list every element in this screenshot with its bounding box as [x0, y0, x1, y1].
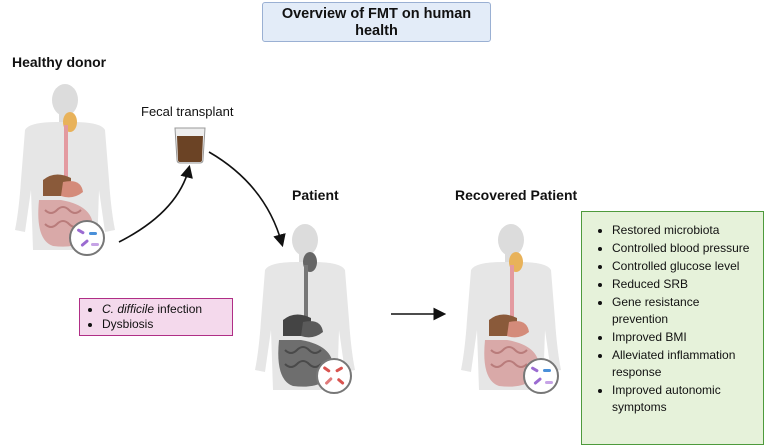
condition-box: C. difficile infection Dysbiosis [79, 298, 233, 336]
outcomes-box: Restored microbiota Controlled blood pre… [581, 211, 764, 445]
patient-label: Patient [292, 187, 339, 203]
patient-microbe-lens [316, 358, 352, 394]
outcome-item: Reduced SRB [612, 276, 757, 293]
outcome-item: Alleviated inflammation response [612, 347, 757, 381]
transplant-label: Fecal transplant [141, 104, 234, 119]
outcome-item: Controlled glucose level [612, 258, 757, 275]
title-box: Overview of FMT on human health [262, 2, 491, 42]
condition-item-cdiff: C. difficile infection [102, 302, 232, 317]
recovered-microbe-lens [523, 358, 559, 394]
outcome-item: Restored microbiota [612, 222, 757, 239]
donor-microbe-lens [69, 220, 105, 256]
beaker-icon [174, 127, 206, 164]
outcome-item: Improved autonomic symptoms [612, 382, 757, 416]
arrow-transplant-to-patient [208, 151, 286, 248]
condition-item-dysbiosis: Dysbiosis [102, 317, 232, 332]
arrow-donor-to-transplant [118, 164, 193, 243]
donor-label: Healthy donor [12, 54, 107, 70]
outcome-item: Improved BMI [612, 329, 757, 346]
recovered-label: Recovered Patient [455, 187, 578, 203]
outcome-item: Controlled blood pressure [612, 240, 757, 257]
title-text: Overview of FMT on human health [281, 6, 472, 39]
outcome-item: Gene resistance prevention [612, 294, 757, 328]
donor-figure [15, 84, 115, 250]
